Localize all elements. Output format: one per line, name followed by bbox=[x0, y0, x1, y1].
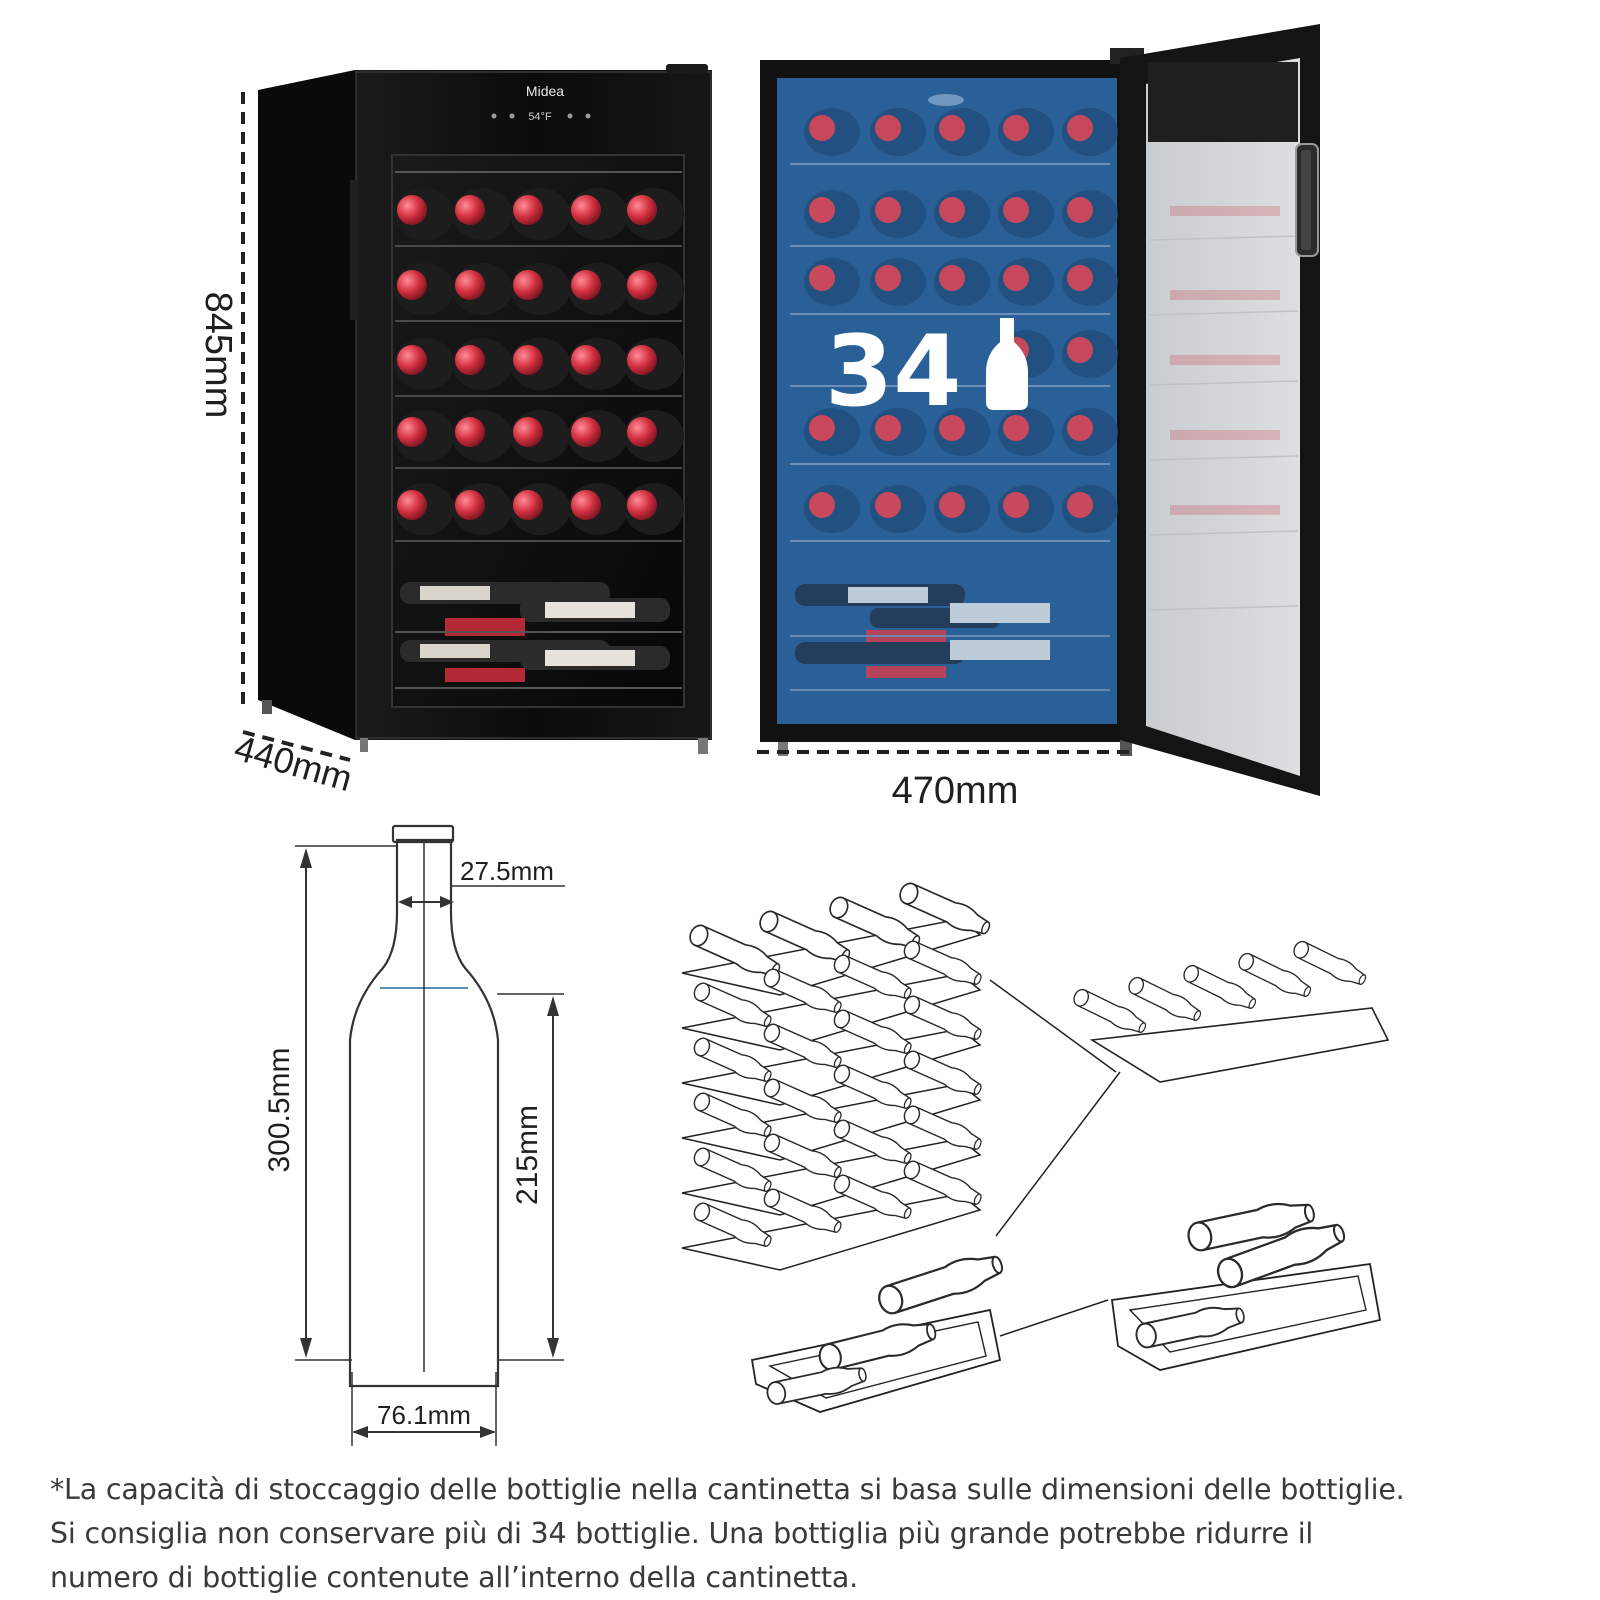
wine-bottle-cap bbox=[1067, 265, 1093, 291]
open-door bbox=[1120, 24, 1320, 796]
rack-shelf-outline bbox=[681, 1138, 982, 1216]
wine-bottle-cap bbox=[1067, 337, 1093, 363]
wine-bottle-cap bbox=[455, 345, 485, 375]
wine-bottle-cap bbox=[627, 195, 657, 225]
wine-bottle-cap bbox=[397, 417, 427, 447]
neck-diameter-label: 27.5mm bbox=[460, 856, 554, 886]
brand-logo: Midea bbox=[526, 83, 564, 99]
wine-bottle-cap bbox=[1003, 197, 1029, 223]
body-height-label: 215mm bbox=[511, 1105, 544, 1205]
dimension-height: 845mm bbox=[197, 92, 245, 705]
wine-bottle-cap bbox=[627, 417, 657, 447]
bottle-dimension-diagram: 300.5mm 215mm 27.5mm 76.1mm bbox=[263, 824, 565, 1446]
wine-bottle-cap bbox=[627, 490, 657, 520]
rack-shelf-outline bbox=[681, 973, 982, 1051]
rack-bottle bbox=[815, 1315, 940, 1376]
wine-bottle-cap bbox=[513, 490, 543, 520]
wine-bottle-cap bbox=[809, 415, 835, 441]
rack-stack bbox=[681, 878, 995, 1271]
capacity-badge: 34 bbox=[825, 315, 1028, 429]
rack-bottle bbox=[900, 1101, 986, 1156]
capacity-number: 34 bbox=[825, 315, 961, 429]
wine-bottle-cap bbox=[875, 415, 901, 441]
wine-bottle-cap bbox=[1003, 265, 1029, 291]
wine-bottle-cap bbox=[513, 270, 543, 300]
wine-bottle-cap bbox=[939, 115, 965, 141]
wine-bottle-cap bbox=[939, 415, 965, 441]
rack-bottle bbox=[873, 1247, 1008, 1320]
wine-bottle-cap bbox=[627, 270, 657, 300]
wine-bottle-cap bbox=[397, 345, 427, 375]
rack-bottle bbox=[900, 991, 986, 1046]
rack-detail-bottom bbox=[1110, 1195, 1382, 1371]
bottle-diameter-label: 76.1mm bbox=[377, 1400, 471, 1430]
wine-bottle-cap bbox=[939, 197, 965, 223]
interior-bottom-bottles bbox=[790, 584, 1110, 691]
height-label: 845mm bbox=[197, 292, 239, 419]
wine-bottle-cap bbox=[939, 492, 965, 518]
wine-bottle-cap bbox=[875, 265, 901, 291]
wine-bottle-cap bbox=[1067, 492, 1093, 518]
wine-bottle-cap bbox=[875, 115, 901, 141]
wine-bottle-cap bbox=[455, 195, 485, 225]
wine-bottle-cap bbox=[397, 195, 427, 225]
width-label: 470mm bbox=[892, 770, 1019, 812]
rack-bottom-stack bbox=[750, 1247, 1008, 1413]
rack-bottle bbox=[900, 1046, 986, 1101]
wine-bottle-cap bbox=[571, 195, 601, 225]
footnote-line-1: *La capacità di stoccaggio delle bottigl… bbox=[50, 1473, 1405, 1506]
rack-shelf-outline bbox=[681, 918, 982, 996]
bottle-height-label: 300.5mm bbox=[263, 1047, 296, 1172]
wine-bottle-cap bbox=[1003, 115, 1029, 141]
footnote-line-3: numero di bottiglie contenute all’intern… bbox=[50, 1561, 858, 1594]
rack-shelf-outline bbox=[681, 1028, 982, 1106]
rack-shelf-outline bbox=[681, 1193, 982, 1271]
bottom-bottles bbox=[395, 582, 682, 689]
wine-bottle-cap bbox=[875, 492, 901, 518]
shelf-rack-diagram bbox=[681, 878, 1390, 1413]
wine-bottle-cap bbox=[1003, 492, 1029, 518]
rack-bottle bbox=[900, 936, 986, 991]
wine-bottle-cap bbox=[455, 490, 485, 520]
rack-shelf-outline bbox=[681, 1083, 982, 1161]
bottle-icon bbox=[986, 318, 1028, 410]
rack-bottle bbox=[764, 1360, 870, 1409]
wine-bottle-cap bbox=[513, 417, 543, 447]
bottle-outline bbox=[348, 838, 500, 1388]
wine-bottle-cap bbox=[571, 270, 601, 300]
rack-detail-top bbox=[1070, 937, 1390, 1083]
wine-bottle-cap bbox=[513, 345, 543, 375]
control-display: 54°F bbox=[528, 111, 552, 123]
wine-bottle-cap bbox=[1003, 415, 1029, 441]
rack-bottle bbox=[1132, 1300, 1248, 1353]
wine-bottle-cap bbox=[397, 270, 427, 300]
depth-label: 440mm bbox=[230, 727, 357, 800]
wine-bottle-cap bbox=[571, 490, 601, 520]
footnote-line-2: Si consiglia non conservare più di 34 bo… bbox=[50, 1517, 1314, 1550]
wine-bottle-cap bbox=[809, 115, 835, 141]
dimension-depth: 440mm bbox=[230, 727, 357, 800]
dimension-width: 470mm bbox=[757, 750, 1132, 812]
wine-bottle-cap bbox=[513, 195, 543, 225]
rack-bottle bbox=[900, 1156, 986, 1211]
wine-bottle-cap bbox=[1067, 415, 1093, 441]
wine-bottle-cap bbox=[571, 417, 601, 447]
wine-bottle-cap bbox=[397, 490, 427, 520]
capacity-footnote: *La capacità di stoccaggio delle bottigl… bbox=[50, 1468, 1570, 1600]
wine-bottle-cap bbox=[627, 345, 657, 375]
wine-bottle-cap bbox=[809, 197, 835, 223]
wine-bottle-cap bbox=[1067, 115, 1093, 141]
wine-bottle-cap bbox=[809, 265, 835, 291]
cabinet-open-view: 34 bbox=[760, 24, 1320, 796]
cabinet-wine-shelves bbox=[394, 171, 684, 542]
wine-bottle-cap bbox=[875, 197, 901, 223]
cabinet-front-view: Midea 54°F bbox=[258, 64, 712, 754]
wine-bottle-cap bbox=[809, 492, 835, 518]
wine-bottle-cap bbox=[455, 417, 485, 447]
wine-bottle-cap bbox=[455, 270, 485, 300]
wine-bottle-cap bbox=[571, 345, 601, 375]
wine-bottle-cap bbox=[1067, 197, 1093, 223]
wine-bottle-cap bbox=[939, 265, 965, 291]
